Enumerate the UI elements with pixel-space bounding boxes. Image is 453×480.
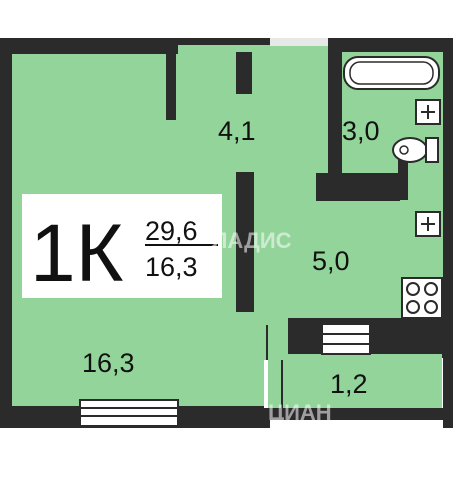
- wall-corridor-kitchen: [236, 172, 254, 312]
- toilet-icon: [392, 137, 439, 163]
- wall-balcony-bottom: [268, 408, 453, 420]
- balcony-area: [280, 354, 442, 410]
- wall-bath-bottom: [316, 173, 400, 201]
- watermark-cian: ЦИАН: [268, 400, 332, 425]
- wall-bath-right: [398, 150, 408, 200]
- wall-partition-center: [236, 52, 252, 94]
- watermark-ladis: ЛАДИС: [212, 228, 292, 253]
- bathroom-label: 3,0: [342, 116, 380, 146]
- total-area: 29,6: [145, 216, 198, 246]
- kitchen-label: 5,0: [312, 246, 350, 276]
- living-area: 16,3: [145, 252, 198, 282]
- bathtub-icon: [343, 56, 440, 90]
- wall-bath-left: [328, 38, 342, 180]
- wall-partition-left: [166, 54, 176, 120]
- socket-icon: [415, 211, 441, 237]
- apartment-type: 1К: [30, 208, 124, 299]
- passage-area: [268, 318, 288, 410]
- stove-icon: [401, 277, 443, 319]
- balcony-label: 1,2: [330, 369, 368, 399]
- living-room-label: 16,3: [82, 348, 135, 378]
- apartment-summary: 1К 29,6 16,3: [22, 194, 222, 299]
- window-kitchen: [321, 323, 371, 355]
- corridor-label: 4,1: [218, 116, 256, 146]
- window-living: [79, 399, 179, 427]
- wall-right-edge: [443, 38, 453, 428]
- socket-icon: [415, 99, 441, 125]
- wall-top-gap: [270, 38, 328, 46]
